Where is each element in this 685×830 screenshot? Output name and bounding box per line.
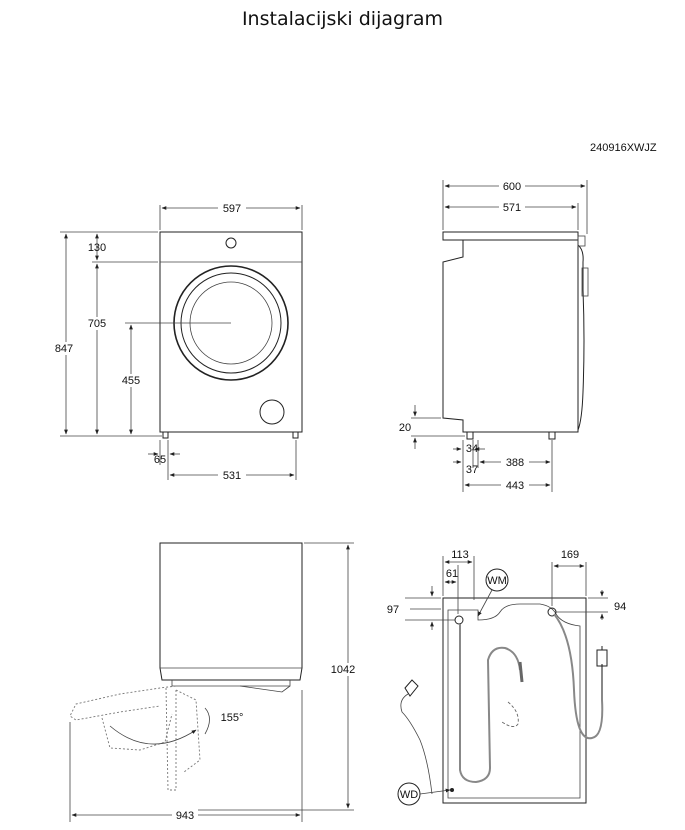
drain-hose xyxy=(459,624,521,784)
side-foot-front xyxy=(466,431,474,440)
side-door-profile xyxy=(577,244,585,431)
side-view: 600 571 20 34 37 388 443 xyxy=(399,180,589,492)
filter-cap xyxy=(259,399,285,425)
side-knob xyxy=(577,235,586,247)
rear-panel xyxy=(447,603,581,799)
dim-door-open-height-label: 1042 xyxy=(331,664,355,676)
wd-label: WD xyxy=(400,789,418,801)
side-body-outline xyxy=(442,240,579,433)
model-code: 240916XWJZ xyxy=(590,142,657,154)
wm-callout xyxy=(485,568,509,592)
dim-foot-height-label: 20 xyxy=(399,422,411,434)
dim-side-foot-total-label: 443 xyxy=(506,480,524,492)
top-view-body xyxy=(159,542,303,681)
dim-side-foot-distance-label: 388 xyxy=(506,457,524,469)
power-cable xyxy=(400,693,433,795)
front-foot-left xyxy=(162,431,169,439)
dim-foot-offset-a-label: 34 xyxy=(466,443,478,455)
open-door-outline-outer xyxy=(69,685,177,721)
hose-hook-dashed xyxy=(501,701,519,727)
dim-rear-inlet-x2-label: 61 xyxy=(446,568,458,580)
side-foot-rear xyxy=(548,431,556,440)
dim-drum-height-label: 705 xyxy=(88,318,106,330)
front-foot-right xyxy=(292,431,299,439)
dim-rear-outlet-x-label: 169 xyxy=(561,549,579,561)
power-plug xyxy=(404,679,419,697)
wd-point xyxy=(450,788,454,792)
dim-foot-offset-b-label: 37 xyxy=(466,464,478,476)
open-door-outline-inner xyxy=(101,713,173,751)
dim-foot-offset-label: 65 xyxy=(154,454,166,466)
side-top-cover xyxy=(442,231,579,241)
rear-inlet-valve xyxy=(454,615,464,625)
door-swing-arc xyxy=(109,725,197,745)
power-knob xyxy=(225,237,237,249)
front-view: 597 847 130 705 455 65 531 xyxy=(52,201,303,482)
door-angle-label: 155° xyxy=(221,712,244,724)
dim-door-open-depth-label: 943 xyxy=(176,810,194,822)
inlet-hose xyxy=(553,613,604,740)
dim-depth-body-label: 571 xyxy=(503,202,521,214)
dim-foot-distance-label: 531 xyxy=(223,470,241,482)
dim-rear-inlet-x-label: 113 xyxy=(451,549,469,561)
top-view-door-hinge xyxy=(239,685,291,693)
diagram-title: Instalacijski dijagram xyxy=(241,8,444,30)
rear-body-outline xyxy=(442,597,587,804)
dim-rear-inlet-y-label: 97 xyxy=(387,604,399,616)
side-door-handle xyxy=(581,267,589,297)
front-body-outline xyxy=(159,231,303,433)
dim-depth-total-label: 600 xyxy=(503,181,521,193)
rear-view: 113 61 97 169 94 WM WD xyxy=(387,549,626,806)
dim-door-height-label: 455 xyxy=(122,375,140,387)
wm-label: WM xyxy=(487,575,507,587)
dim-width-label: 597 xyxy=(223,203,241,215)
open-door-view: 155° 1042 943 xyxy=(69,542,358,822)
dim-total-height-label: 847 xyxy=(55,343,73,355)
dim-rear-outlet-y-label: 94 xyxy=(614,601,626,613)
dim-top-offset-label: 130 xyxy=(88,242,106,254)
door-swing-edge xyxy=(165,687,177,791)
door-swing-arc-small xyxy=(204,707,210,735)
inlet-hose-connector xyxy=(596,649,608,667)
